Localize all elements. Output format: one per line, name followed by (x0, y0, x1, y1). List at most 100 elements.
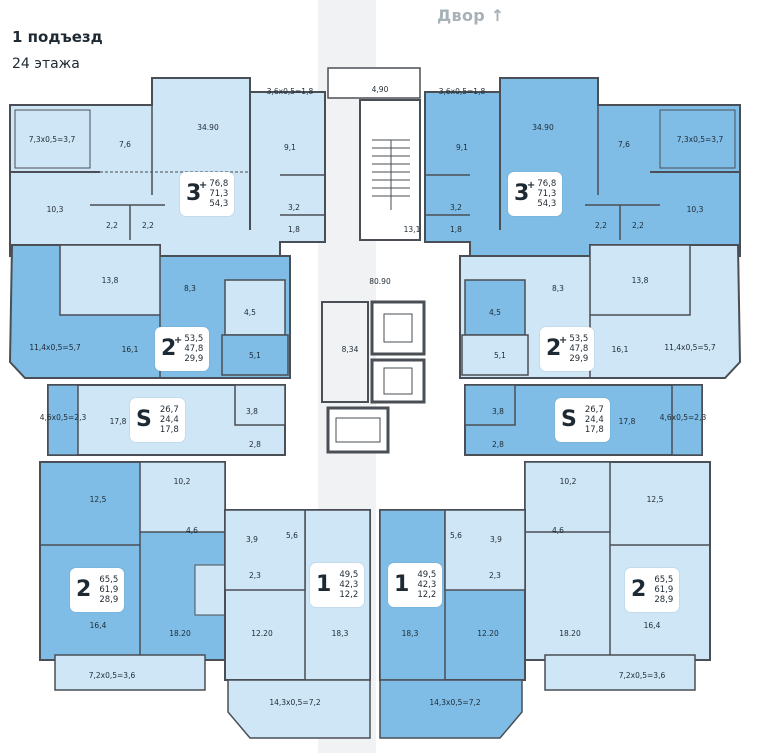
room-area-label: 12.20 (251, 629, 273, 638)
room-area-label: 12.20 (477, 629, 499, 638)
balcony-2-left (54, 654, 206, 691)
room-area-label: 1,8 (450, 225, 462, 234)
balcony-1-left (227, 679, 371, 739)
lift-lobby (321, 301, 369, 403)
room-area-label: 10,3 (47, 205, 64, 214)
room-area-label: 34.90 (532, 123, 554, 132)
room-area-label: 1,8 (288, 225, 300, 234)
stair-icon (372, 139, 410, 210)
room-area-label: 34.90 (197, 123, 219, 132)
room-area-label: 16,4 (90, 621, 107, 630)
room-area-label: 9,1 (456, 143, 468, 152)
floors-count: 24 этажа (12, 56, 80, 72)
rooms-count: 2 (76, 577, 92, 602)
room-area-label: 13,1 (404, 225, 421, 234)
room-area-label: 2,3 (489, 571, 501, 580)
room-area-label: 14,3x0,5=7,2 (429, 698, 481, 707)
room-area-label: 14,3x0,5=7,2 (269, 698, 321, 707)
room-area-label: 10,3 (687, 205, 704, 214)
room-area-label: 2,8 (492, 440, 504, 449)
room-area-label: 16,1 (122, 345, 139, 354)
room-area-label: 18.20 (559, 629, 581, 638)
room-area-label: 8,3 (184, 284, 196, 293)
apartment-2plus-left[interactable] (8, 244, 291, 379)
room-area-label: 16,1 (612, 345, 629, 354)
room-area-label: 3,6x0,5=1,8 (267, 87, 314, 96)
rooms-count: 2 (631, 577, 647, 602)
balcony-3-left (14, 109, 91, 169)
room-area-label: 5,6 (450, 531, 462, 540)
room-area-label: 5,6 (286, 531, 298, 540)
room-area-label: 8,3 (552, 284, 564, 293)
entrance-title: 1 подъезд (12, 28, 103, 46)
room-area-label: 13,8 (632, 276, 649, 285)
room-area-label: 8,34 (342, 345, 359, 354)
room-area-label: 12,5 (647, 495, 664, 504)
room-area-label: 4,5 (244, 308, 256, 317)
room-area-label: 13,8 (102, 276, 119, 285)
room-area-label: 4,6 (186, 526, 198, 535)
apartment-2-right[interactable] (524, 461, 711, 661)
rooms-count: S (561, 407, 577, 432)
top-hall (327, 67, 421, 99)
room-area-label: 2,2 (632, 221, 644, 230)
room-area-label: 11,4x0,5=5,7 (29, 343, 81, 352)
room-area-label: 9,1 (284, 143, 296, 152)
room-area-label: 2,2 (106, 221, 118, 230)
room-area-label: 5,1 (494, 351, 506, 360)
room-area-label: 3,8 (492, 407, 504, 416)
room-area-label: 10,2 (560, 477, 577, 486)
rooms-count: 3+ (186, 180, 208, 206)
room-area-label: 11,4x0,5=5,7 (664, 343, 716, 352)
rooms-count: 2+ (161, 335, 183, 361)
room-area-label: 3,9 (490, 535, 502, 544)
room-area-label: 7,2x0,5=3,6 (619, 671, 666, 680)
lift-shaft-1 (370, 300, 426, 356)
room-area-label: 4,6x0,5=2,3 (660, 413, 707, 422)
room-area-label: 3,2 (288, 203, 300, 212)
room-area-label: 18,3 (402, 629, 419, 638)
room-area-label: 80.90 (369, 277, 391, 286)
room-area-label: 4,5 (489, 308, 501, 317)
room-area-label: 10,2 (174, 477, 191, 486)
room-area-label: 2,8 (249, 440, 261, 449)
room-area-label: 3,8 (246, 407, 258, 416)
room-area-label: 17,8 (619, 417, 636, 426)
room-area-label: 7,3x0,5=3,7 (677, 135, 724, 144)
apartment-2plus-right[interactable] (459, 244, 742, 379)
room-area-label: 7,2x0,5=3,6 (89, 671, 136, 680)
rooms-count: 1 (394, 572, 410, 597)
room-area-label: 16,4 (644, 621, 661, 630)
room-area-label: 4,6 (552, 526, 564, 535)
apartment-2-left[interactable] (39, 461, 226, 661)
rooms-count: 1 (316, 572, 332, 597)
room-area-label: 3,9 (246, 535, 258, 544)
room-area-label: 4,90 (372, 85, 389, 94)
rooms-count: 3+ (514, 180, 536, 206)
yard-direction: Двор ↑ (437, 6, 505, 25)
room-area-label: 4,6x0,5=2,3 (40, 413, 87, 422)
room-area-label: 18.20 (169, 629, 191, 638)
room-area-label: 18,3 (332, 629, 349, 638)
room-area-label: 17,8 (110, 417, 127, 426)
